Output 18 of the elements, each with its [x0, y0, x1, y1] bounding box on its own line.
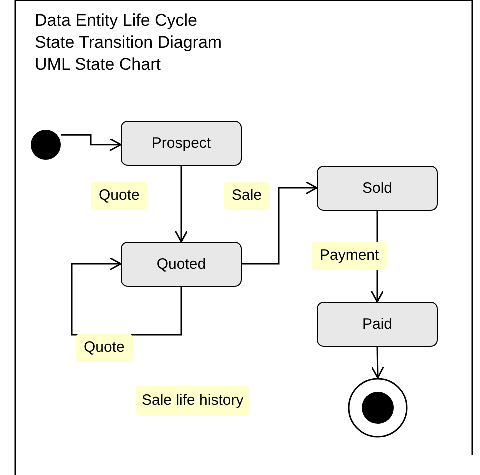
- transition-arrow: [61, 134, 122, 152]
- state-box: Quoted: [121, 242, 242, 287]
- state-box: Paid: [317, 302, 438, 347]
- edge-label: Sale: [224, 182, 270, 210]
- subtitle: State Transition Diagram: [35, 32, 222, 53]
- transition-arrow: [242, 181, 318, 265]
- transition-arrow: [371, 346, 385, 379]
- subtitle: UML State Chart: [35, 54, 161, 75]
- edge-label: Quote: [76, 334, 133, 362]
- diagram-title: Data Entity Life Cycle: [35, 10, 198, 31]
- initial-state: [31, 130, 61, 160]
- edge-label: Quote: [91, 182, 148, 210]
- edge-label: Payment: [312, 242, 388, 270]
- final-state: [348, 378, 408, 438]
- state-box: Sold: [317, 166, 438, 211]
- note-label: Sale life history: [136, 386, 250, 416]
- transition-arrow: [174, 166, 188, 243]
- state-box: Prospect: [121, 121, 242, 166]
